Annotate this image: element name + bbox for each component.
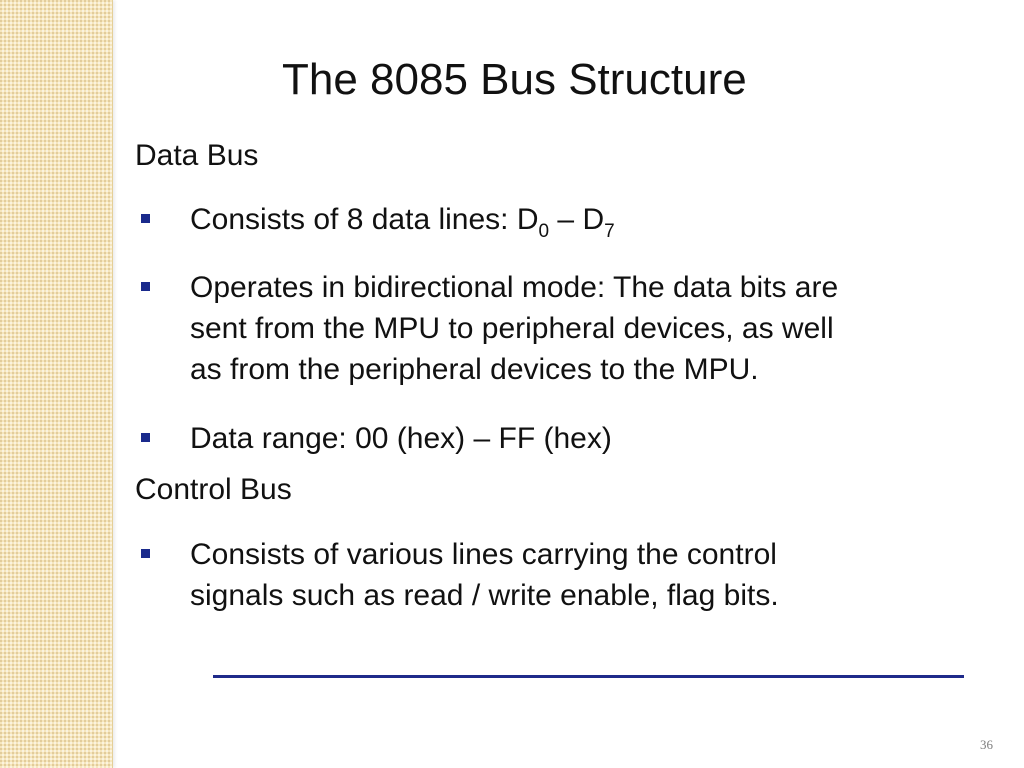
data-lines-prefix: Consists of 8 data lines: D (190, 203, 539, 236)
data-bus-bullet-bidirectional: Operates in bidirectional mode: The data… (190, 267, 950, 390)
data-lines-dash: – D (549, 203, 605, 236)
data-lines-sub-end: 7 (604, 221, 615, 242)
page-number: 36 (980, 737, 993, 752)
control-bus-heading: Control Bus (135, 473, 292, 506)
slide-title: The 8085 Bus Structure (282, 55, 747, 104)
control-bus-bullet-lines: Consists of various lines carrying the c… (190, 534, 950, 616)
data-bus-bullet-range: Data range: 00 (hex) – FF (hex) (190, 418, 950, 459)
data-lines-text: Consists of 8 data lines: D0 – D7 (190, 199, 950, 242)
data-bus-bullet-lines: Consists of 8 data lines: D0 – D7 (190, 199, 950, 242)
bullet-marker-icon (141, 433, 150, 442)
bidirectional-line-2: sent from the MPU to peripheral devices,… (190, 312, 834, 345)
control-lines-line-2: signals such as read / write enable, fla… (190, 579, 779, 612)
data-bus-heading: Data Bus (135, 139, 259, 172)
bidirectional-line-3: as from the peripheral devices to the MP… (190, 353, 759, 386)
divider-rule (213, 675, 964, 678)
bullet-marker-icon (141, 282, 150, 291)
data-range-text: Data range: 00 (hex) – FF (hex) (190, 422, 612, 455)
bullet-marker-icon (141, 549, 150, 558)
decorative-sidebar (0, 0, 113, 768)
control-lines-line-1: Consists of various lines carrying the c… (190, 538, 777, 571)
bidirectional-line-1: Operates in bidirectional mode: The data… (190, 271, 839, 304)
data-lines-sub-start: 0 (538, 221, 550, 242)
bullet-marker-icon (141, 214, 150, 223)
